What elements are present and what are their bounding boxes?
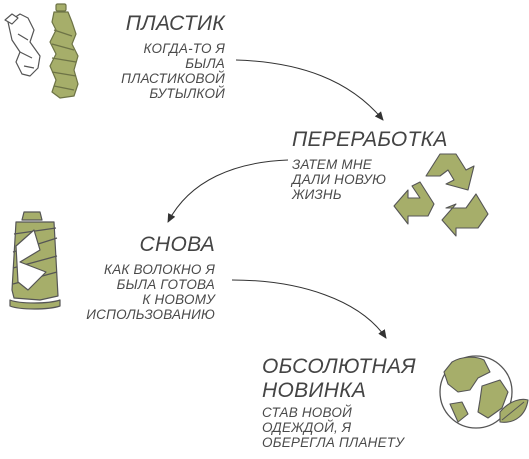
text-line: ПЛАСТИКОВОЙ — [121, 71, 225, 86]
text-line: БЫЛА ГОТОВА — [116, 277, 215, 292]
step-new-clothing-title: ОБСОЛЮТНАЯ НОВИНКА — [262, 355, 416, 403]
text-line: ОБЕРЕГЛА ПЛАНЕТУ — [262, 435, 405, 450]
step-fiber-title: СНОВА — [86, 233, 215, 257]
text-line: ИСПОЛЬЗОВАНИЮ — [86, 307, 215, 322]
title-line: СНОВА — [139, 233, 215, 256]
step-recycling-text: ЗАТЕМ МНЕ ДАЛИ НОВУЮ ЖИЗНЬ — [292, 157, 448, 202]
arrow-recycling-to-fiber — [167, 159, 289, 223]
step-fiber: СНОВА КАК ВОЛОКНО Я БЫЛА ГОТОВА К НОВОМУ… — [86, 233, 215, 322]
text-line: КОГДА-ТО Я — [143, 41, 225, 56]
step-recycling: ПЕРЕРАБОТКА ЗАТЕМ МНЕ ДАЛИ НОВУЮ ЖИЗНЬ — [292, 128, 448, 202]
text-line: СТАВ НОВОЙ — [262, 405, 352, 420]
title-line: ПЕРЕРАБОТКА — [292, 128, 448, 151]
text-line: БУТЫЛКОЙ — [149, 86, 225, 101]
step-new-clothing: ОБСОЛЮТНАЯ НОВИНКА СТАВ НОВОЙ ОДЕЖДОЙ, Я… — [262, 355, 416, 450]
text-line: ОДЕЖДОЙ, Я — [262, 420, 352, 435]
text-line: ДАЛИ НОВУЮ — [292, 172, 387, 187]
step-fiber-text: КАК ВОЛОКНО Я БЫЛА ГОТОВА К НОВОМУ ИСПОЛ… — [86, 262, 215, 322]
arrow-fiber-to-clothing — [231, 279, 387, 339]
text-line: ЗАТЕМ МНЕ — [292, 157, 372, 172]
title-line: НОВИНКА — [262, 379, 367, 402]
text-line: ЖИЗНЬ — [292, 187, 342, 202]
step-plastic: ПЛАСТИК КОГДА-ТО Я БЫЛА ПЛАСТИКОВОЙ БУТЫ… — [121, 12, 225, 101]
title-line: ОБСОЛЮТНАЯ — [262, 355, 416, 378]
step-plastic-title: ПЛАСТИК — [121, 12, 225, 36]
text-line: К НОВОМУ — [142, 292, 215, 307]
step-new-clothing-text: СТАВ НОВОЙ ОДЕЖДОЙ, Я ОБЕРЕГЛА ПЛАНЕТУ — [262, 405, 416, 450]
arrow-plastic-to-recycling — [235, 59, 384, 121]
step-plastic-text: КОГДА-ТО Я БЫЛА ПЛАСТИКОВОЙ БУТЫЛКОЙ — [121, 41, 225, 101]
text-line: БЫЛА — [185, 56, 225, 71]
title-line: ПЛАСТИК — [125, 12, 225, 35]
text-line: КАК ВОЛОКНО Я — [104, 262, 215, 277]
step-recycling-title: ПЕРЕРАБОТКА — [292, 128, 448, 152]
